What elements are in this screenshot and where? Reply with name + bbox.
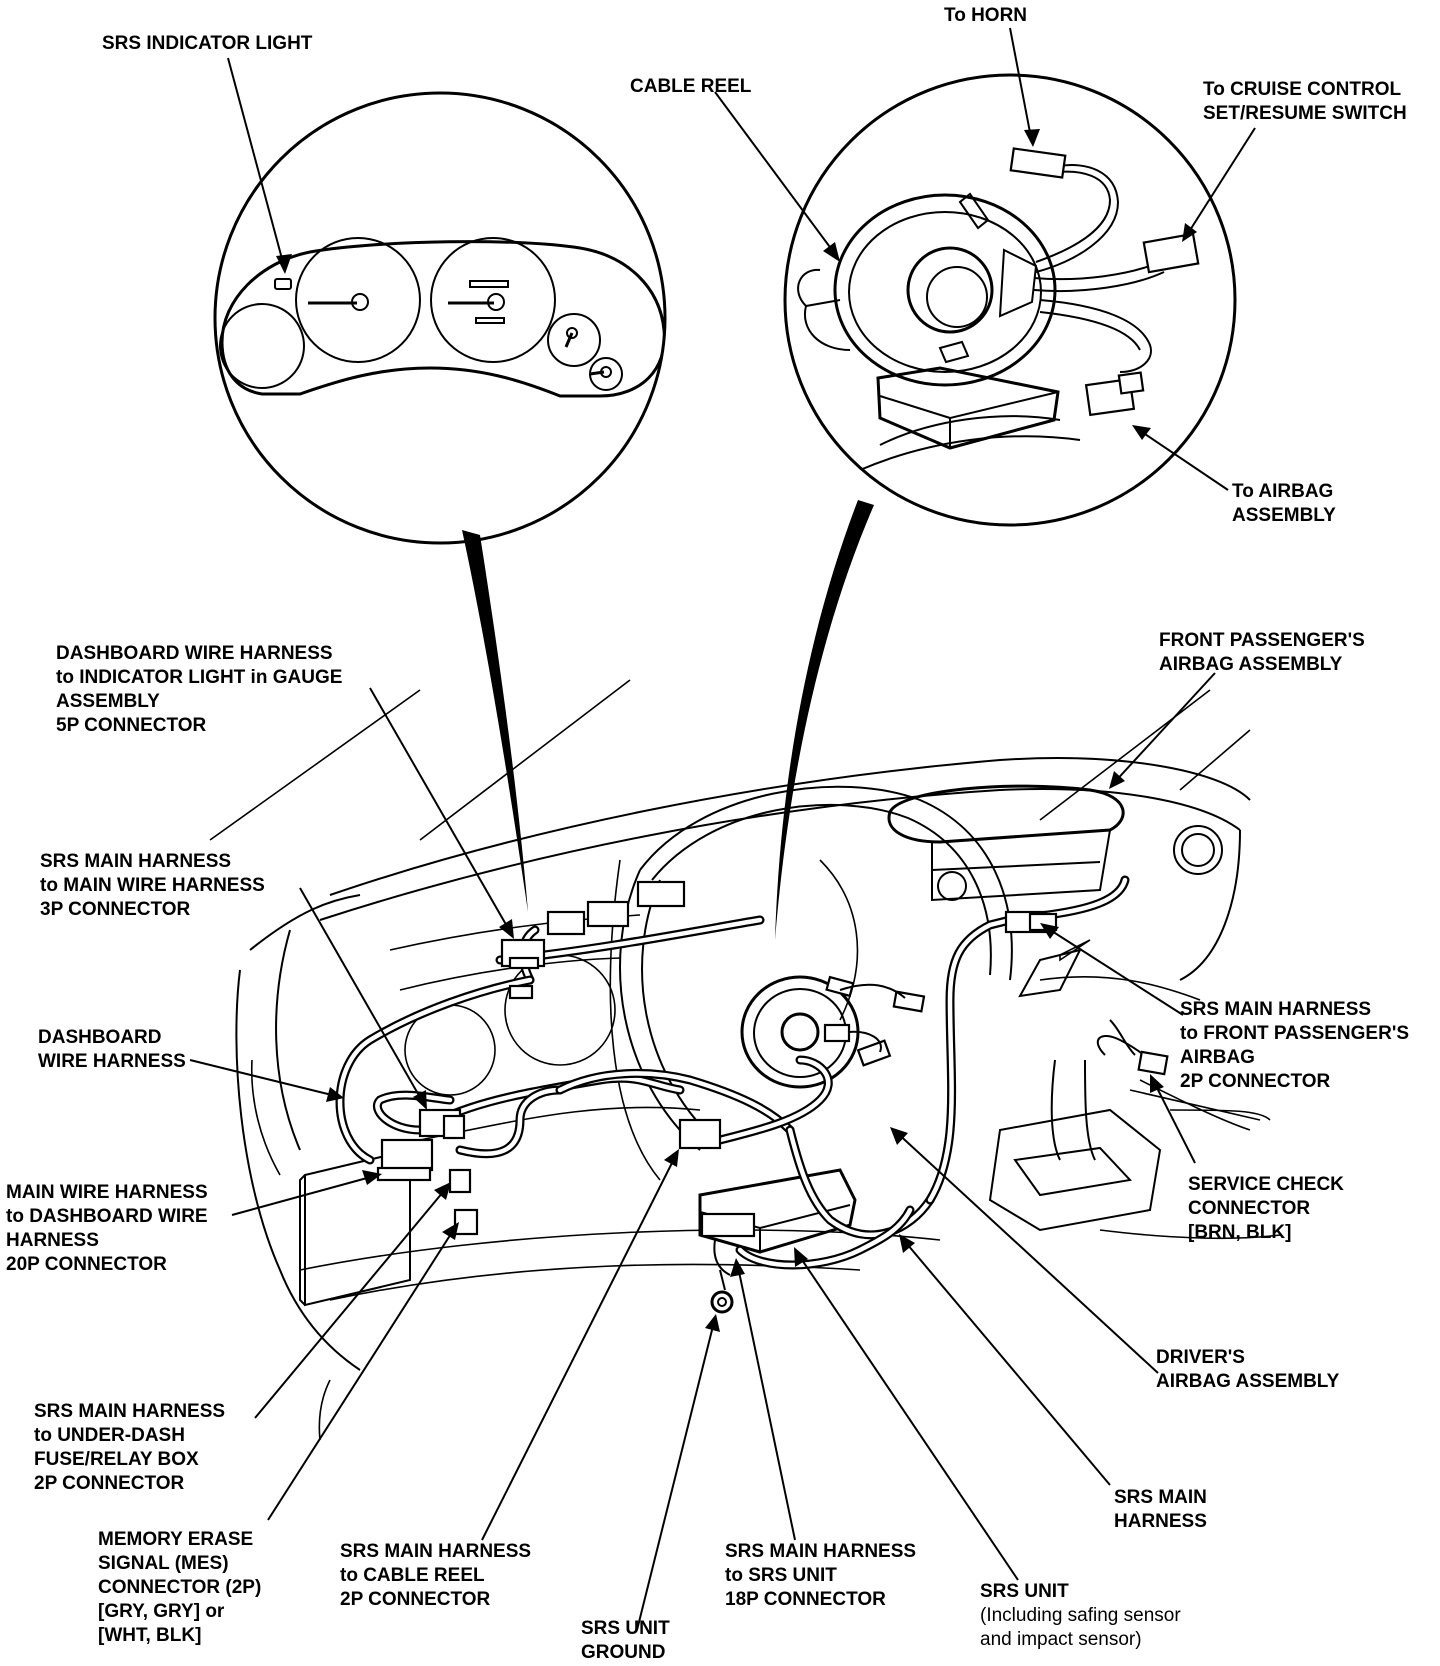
srs-unit-body <box>698 1168 857 1254</box>
cable-reel-2p-connector <box>678 1118 722 1150</box>
detail-pointer-left <box>462 530 528 912</box>
ground-bolt <box>710 1290 734 1314</box>
tachometer <box>430 237 556 363</box>
horn-connector <box>1009 147 1067 179</box>
leader-lines <box>189 27 1256 1631</box>
speedometer <box>295 237 421 363</box>
label-srs-unit: SRS UNIT <box>980 1581 1069 1602</box>
passenger-airbag-module <box>887 784 1125 844</box>
harness-wires <box>335 875 1161 1314</box>
cruise-connector <box>1142 232 1200 274</box>
label-srs-indicator-light: SRS INDICATOR LIGHT <box>102 33 313 54</box>
callout-labels: SRS INDICATOR LIGHT To HORN CABLE REEL T… <box>6 5 1409 1663</box>
cable-reel-body <box>833 193 1057 387</box>
cable-reel-detail <box>775 73 1237 940</box>
service-check-connector-body <box>1137 1050 1169 1076</box>
gauge-cluster-detail <box>213 91 667 912</box>
harness-connectors <box>376 880 1169 1236</box>
cable-reel-hub <box>906 246 994 334</box>
column-switch-body <box>876 366 1060 450</box>
small-gauge-1 <box>547 313 601 367</box>
horn-lead <box>1035 170 1112 263</box>
main-20p-connector <box>380 1138 434 1172</box>
detail-pointer-right <box>775 500 874 940</box>
label-to-horn: To HORN <box>944 5 1027 26</box>
dashboard-illustration <box>209 679 1281 1441</box>
label-cable-reel: CABLE REEL <box>630 76 752 97</box>
drivers-airbag-cable-reel <box>740 975 926 1089</box>
airbag-lead <box>1039 299 1152 373</box>
mes-connector <box>453 1208 479 1236</box>
left-gauge <box>219 303 305 389</box>
srs-indicator-lamp <box>274 278 292 290</box>
underdash-2p-connector <box>448 1168 472 1194</box>
